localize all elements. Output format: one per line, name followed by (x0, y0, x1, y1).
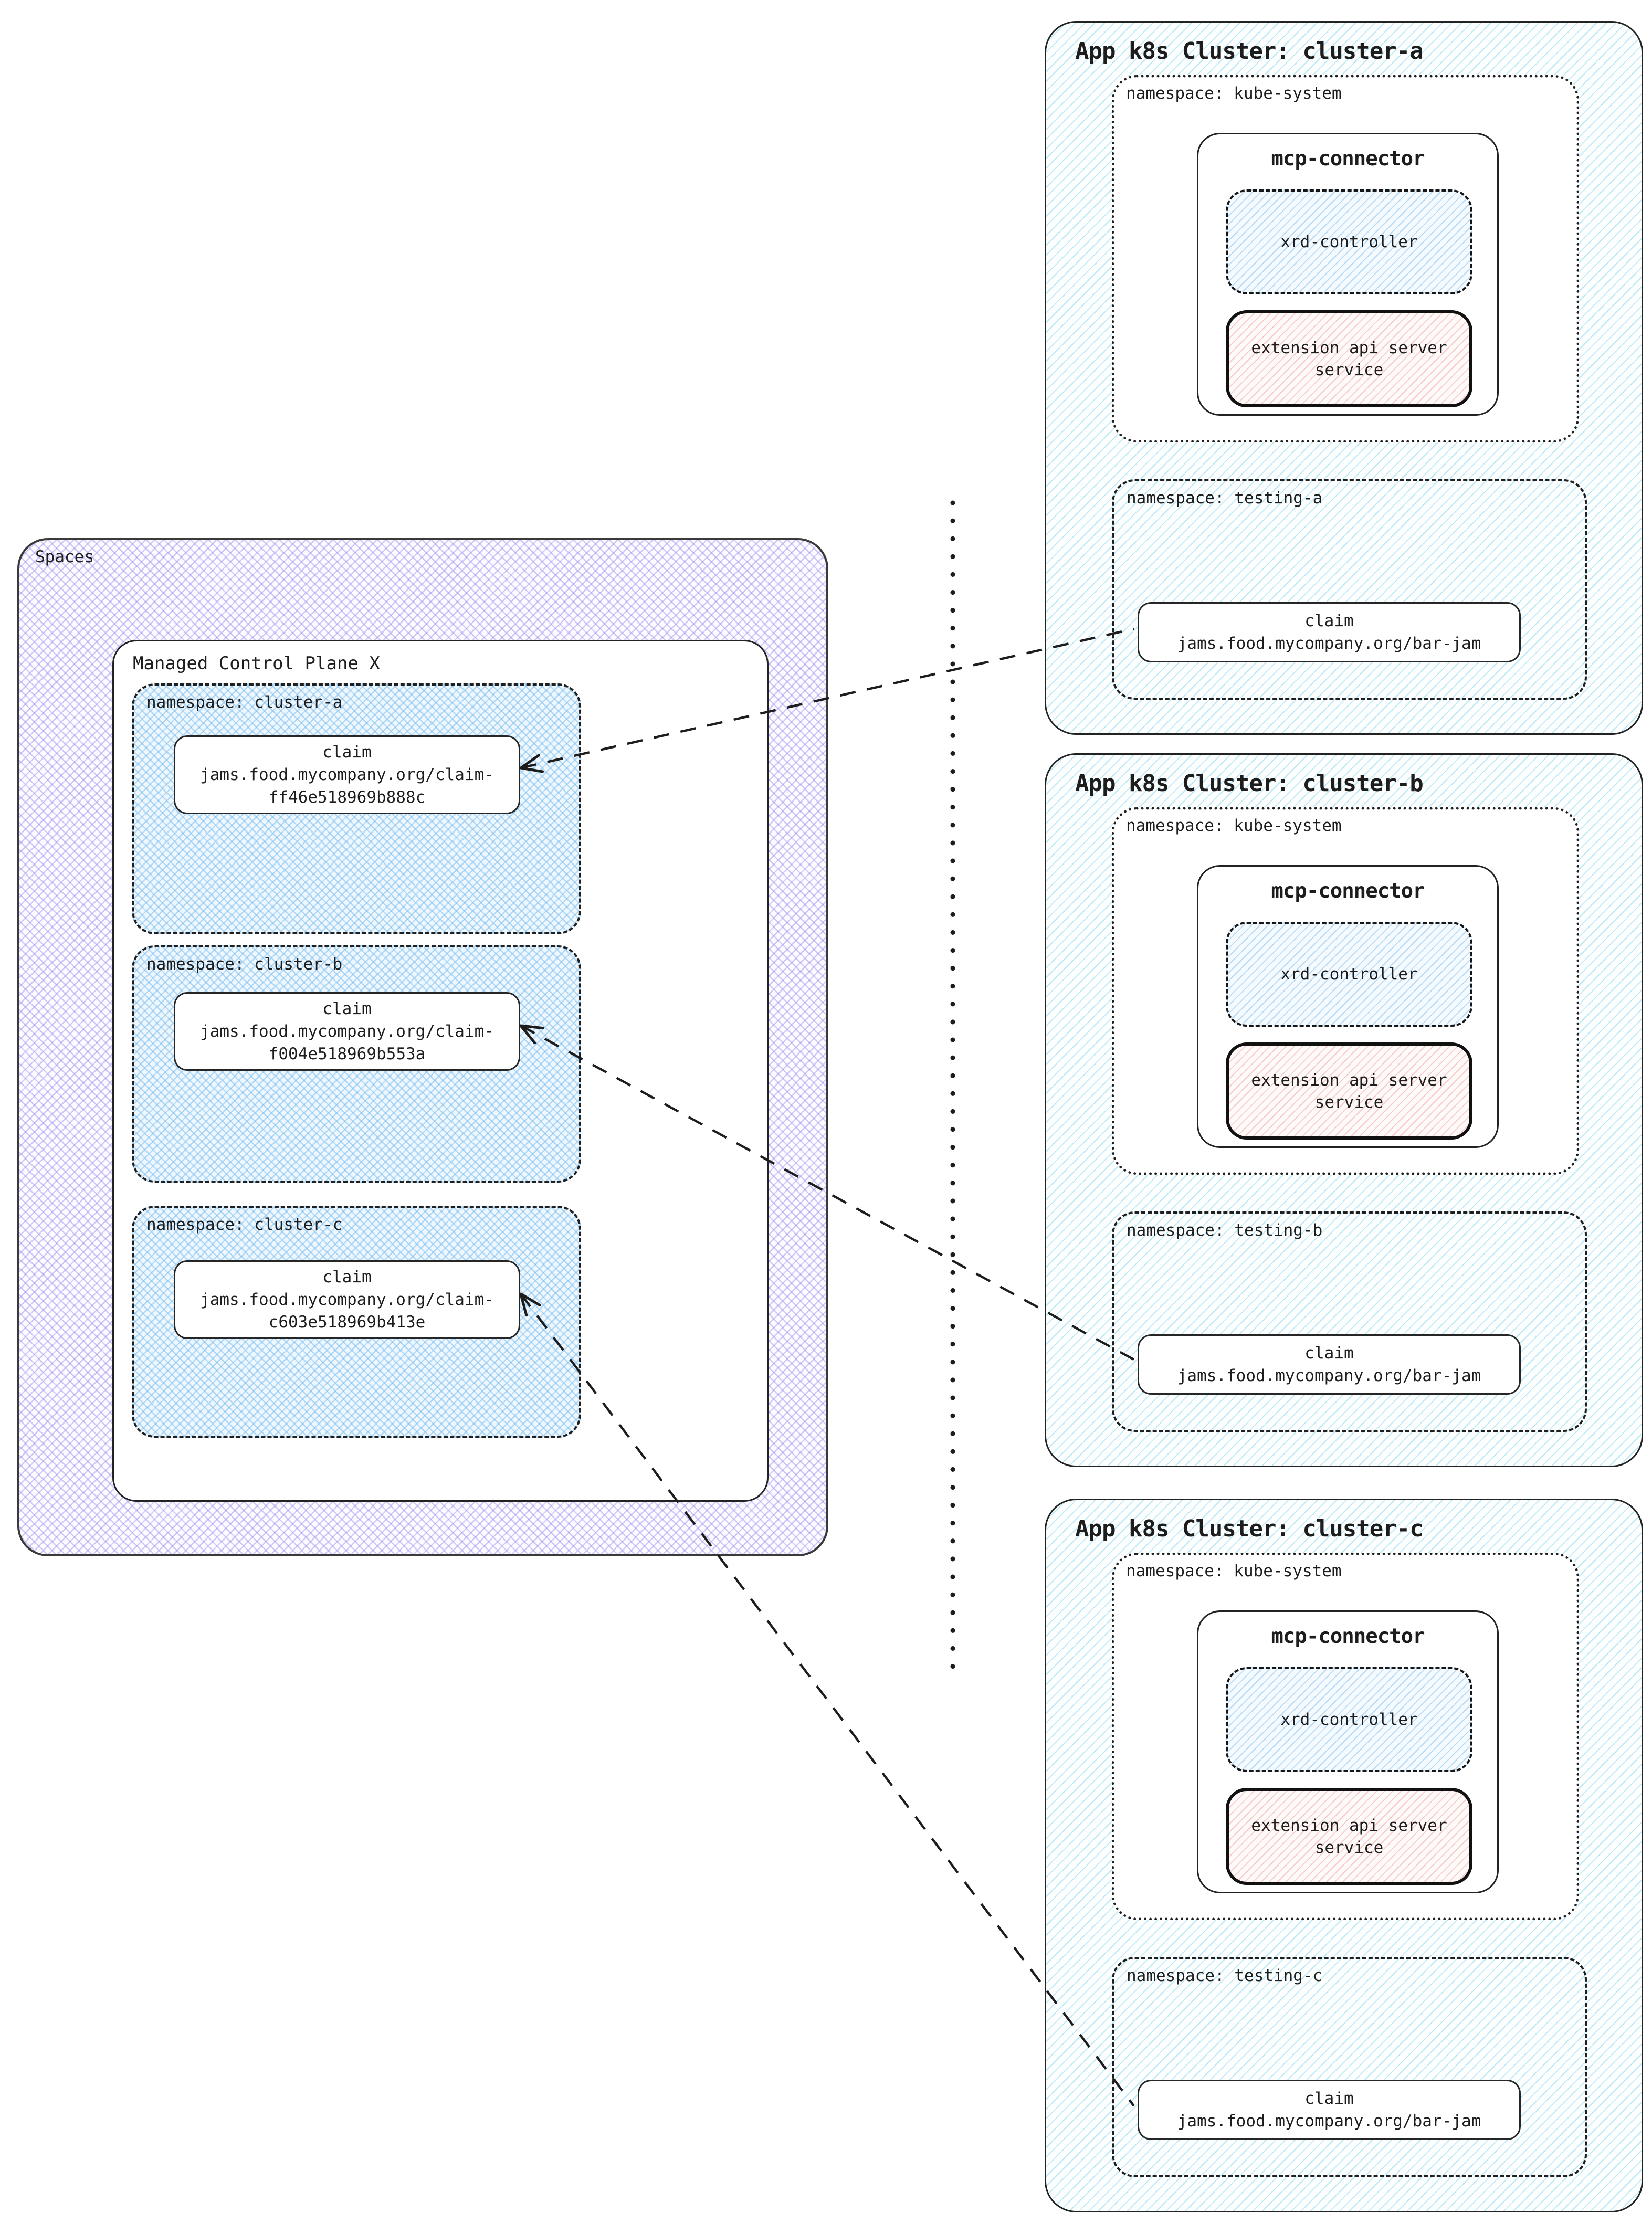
cluster-a-testing-namespace-label: namespace: testing-a (1127, 489, 1323, 508)
managed-control-plane-title: Managed Control Plane X (133, 653, 380, 674)
cluster-c-mcp-connector-title: mcp-connector (1271, 1625, 1425, 1648)
extension-api-line: extension api server (1251, 1070, 1447, 1090)
claim-cluster-c: claim jams.food.mycompany.org/claim- c60… (174, 1260, 520, 1339)
cluster-a-mcp-connector-title: mcp-connector (1271, 147, 1425, 171)
claim-title: claim (1304, 611, 1354, 630)
extension-api-line: extension api server (1251, 338, 1447, 357)
claim-name-line: jams.food.mycompany.org/bar-jam (1177, 634, 1481, 653)
cluster-c-testing-namespace-label: namespace: testing-c (1127, 1966, 1323, 1985)
managed-control-plane-box: Managed Control Plane X namespace: clust… (112, 640, 769, 1502)
cluster-c-testing-namespace-box: namespace: testing-c claim jams.food.myc… (1112, 1957, 1587, 2177)
cluster-a-box: App k8s Cluster: cluster-a namespace: ku… (1045, 21, 1643, 735)
cluster-a-mcp-connector-box: mcp-connector xrd-controller extension a… (1197, 133, 1499, 416)
namespace-cluster-b-label: namespace: cluster-b (146, 955, 343, 974)
claim-title: claim (322, 999, 372, 1018)
cluster-b-box: App k8s Cluster: cluster-b namespace: ku… (1045, 753, 1643, 1467)
claim-name-line: jams.food.mycompany.org/bar-jam (1177, 2111, 1481, 2131)
cluster-c-kube-system-box: namespace: kube-system mcp-connector xrd… (1112, 1553, 1579, 1920)
cluster-b-mcp-connector-title: mcp-connector (1271, 879, 1425, 903)
cluster-b-testing-namespace-label: namespace: testing-b (1127, 1221, 1323, 1240)
namespace-cluster-a-label: namespace: cluster-a (146, 693, 343, 712)
cluster-b-xrd-controller-box: xrd-controller (1226, 922, 1472, 1027)
cluster-a-extension-api-box: extension api server service (1226, 310, 1472, 407)
namespace-cluster-c-label: namespace: cluster-c (146, 1215, 343, 1234)
cluster-a-xrd-controller-box: xrd-controller (1226, 189, 1472, 294)
namespace-cluster-b-box: namespace: cluster-b claim jams.food.myc… (132, 945, 581, 1183)
claim-name-line: f004e518969b553a (268, 1044, 426, 1063)
cluster-b-mcp-connector-box: mcp-connector xrd-controller extension a… (1197, 865, 1499, 1148)
claim-name-line: jams.food.mycompany.org/claim- (200, 765, 494, 784)
cluster-c-xrd-controller-box: xrd-controller (1226, 1667, 1472, 1772)
claim-name-line: jams.food.mycompany.org/claim- (200, 1021, 494, 1041)
cluster-a-xrd-controller-label: xrd-controller (1280, 233, 1418, 251)
claim-cluster-b: claim jams.food.mycompany.org/claim- f00… (174, 992, 520, 1071)
spaces-label: Spaces (35, 547, 94, 566)
extension-api-line: service (1314, 360, 1384, 380)
claim-name-line: c603e518969b413e (268, 1312, 426, 1332)
claim-name-line: jams.food.mycompany.org/claim- (200, 1290, 494, 1309)
cluster-b-kube-system-box: namespace: kube-system mcp-connector xrd… (1112, 807, 1579, 1175)
claim-name-line: jams.food.mycompany.org/bar-jam (1177, 1366, 1481, 1385)
claim-title: claim (1304, 1343, 1354, 1363)
cluster-b-kube-system-label: namespace: kube-system (1126, 816, 1342, 835)
claim-title: claim (322, 1267, 372, 1287)
cluster-b-extension-api-box: extension api server service (1226, 1042, 1472, 1140)
cluster-a-bar-jam-claim: claim jams.food.mycompany.org/bar-jam (1138, 602, 1521, 662)
cluster-b-testing-namespace-box: namespace: testing-b claim jams.food.myc… (1112, 1211, 1587, 1432)
cluster-c-title: App k8s Cluster: cluster-c (1075, 1515, 1424, 1542)
spaces-box: Spaces Managed Control Plane X namespace… (17, 538, 828, 1556)
namespace-cluster-a-box: namespace: cluster-a claim jams.food.myc… (132, 683, 581, 934)
extension-api-line: service (1314, 1838, 1384, 1857)
namespace-cluster-c-box: namespace: cluster-c claim jams.food.myc… (132, 1206, 581, 1438)
cluster-c-kube-system-label: namespace: kube-system (1126, 1562, 1342, 1580)
cluster-a-kube-system-box: namespace: kube-system mcp-connector xrd… (1112, 75, 1579, 442)
cluster-a-testing-namespace-box: namespace: testing-a claim jams.food.myc… (1112, 479, 1587, 700)
cluster-c-extension-api-box: extension api server service (1226, 1788, 1472, 1885)
extension-api-line: service (1314, 1092, 1384, 1112)
cluster-c-box: App k8s Cluster: cluster-c namespace: ku… (1045, 1499, 1643, 2212)
cluster-a-kube-system-label: namespace: kube-system (1126, 84, 1342, 103)
claim-cluster-a: claim jams.food.mycompany.org/claim- ff4… (174, 735, 520, 814)
cluster-c-bar-jam-claim: claim jams.food.mycompany.org/bar-jam (1138, 2080, 1521, 2140)
claim-name-line: ff46e518969b888c (268, 787, 426, 807)
extension-api-line: extension api server (1251, 1816, 1447, 1835)
cluster-c-xrd-controller-label: xrd-controller (1280, 1710, 1418, 1729)
cluster-b-bar-jam-claim: claim jams.food.mycompany.org/bar-jam (1138, 1334, 1521, 1395)
cluster-a-title: App k8s Cluster: cluster-a (1075, 38, 1424, 65)
cluster-b-xrd-controller-label: xrd-controller (1280, 965, 1418, 984)
claim-title: claim (1304, 2089, 1354, 2108)
cluster-b-title: App k8s Cluster: cluster-b (1075, 770, 1424, 797)
claim-title: claim (322, 742, 372, 762)
cluster-c-mcp-connector-box: mcp-connector xrd-controller extension a… (1197, 1610, 1499, 1893)
